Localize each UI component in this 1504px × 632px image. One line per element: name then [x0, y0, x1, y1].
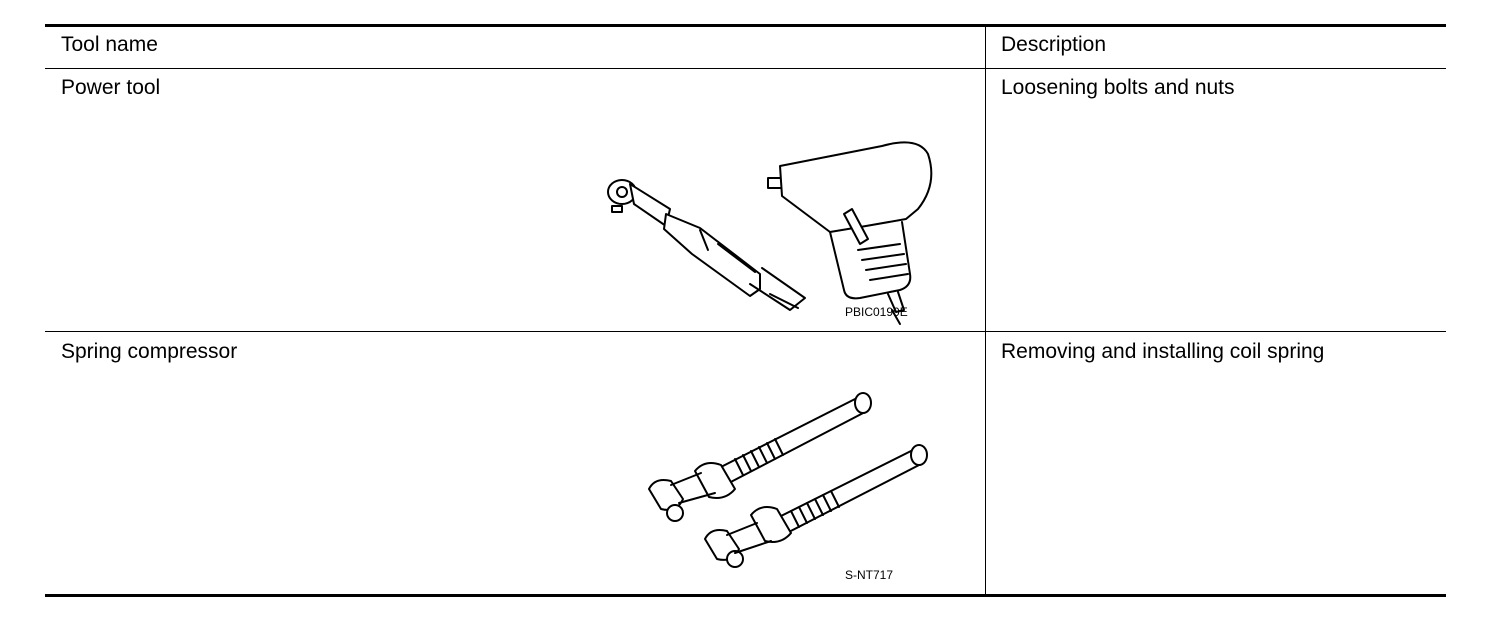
- header-tool-name: Tool name: [61, 33, 158, 56]
- compressor-arm-lower: [704, 444, 928, 568]
- description-cell: Removing and installing coil spring: [1001, 340, 1325, 363]
- header-rule: [45, 68, 1446, 69]
- tool-name-cell: Spring compressor: [61, 340, 238, 363]
- compressor-arm-upper: [648, 392, 872, 522]
- ratchet-and-impact-wrench-illustration: [607, 141, 933, 325]
- table-top-rule: [45, 24, 1446, 27]
- figure-code: S-NT717: [845, 568, 894, 582]
- spring-compressor-illustration: [648, 392, 928, 568]
- description-cell: Loosening bolts and nuts: [1001, 76, 1235, 99]
- column-divider: [985, 27, 986, 594]
- table-bottom-rule: [45, 594, 1446, 597]
- impact-wrench-drawing: [767, 141, 933, 325]
- tool-name-cell: Power tool: [61, 76, 161, 99]
- air-ratchet-drawing: [607, 179, 806, 311]
- header-description: Description: [1001, 33, 1107, 56]
- figure-code: PBIC0190E: [845, 305, 908, 319]
- row-rule: [45, 331, 1446, 332]
